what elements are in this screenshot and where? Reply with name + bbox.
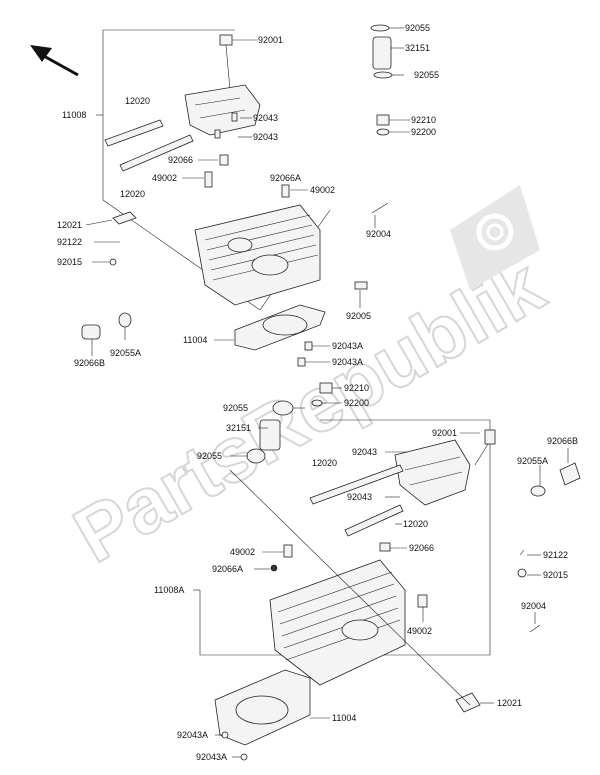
watermark: PartsRepublik [58,240,559,581]
label-92015-top: 92015 [57,257,82,267]
label-12020-a: 12020 [125,96,150,106]
label-92043A-top: 92043A [332,341,363,351]
label-11008A: 11008A [154,585,184,595]
cylinder-head-bottom [269,559,406,686]
plug-12021-top [112,211,137,225]
label-92043A-bottom-2: 92043A [196,752,227,762]
label-92001-bottom: 92001 [432,428,457,438]
label-92055-top-2: 92055 [414,70,439,80]
bolt-92015-bottom [517,568,527,578]
pin-92004-top [371,202,389,214]
label-12020-d: 12020 [403,519,428,529]
label-92043A-top-2: 92043A [332,357,363,367]
shaft-12020-bottom-2 [344,504,404,537]
dowel-92043A-bottom [221,731,248,761]
label-92055A-top: 92055A [110,348,141,358]
cap-92066B-top [81,324,101,340]
label-11004-top: 11004 [183,335,207,345]
gasket-11004-bottom [214,669,311,746]
label-92004-bottom: 92004 [521,601,546,611]
label-49002-d: 49002 [407,626,432,636]
pin-49002-bottom [283,544,293,558]
rocker-bracket-bottom [394,439,471,506]
labels: 92055 32151 92055 92001 11008 12020 9204… [57,23,578,762]
label-49002-b: 49002 [310,185,335,195]
shaft-12020-bottom-1 [309,464,404,505]
label-92122-bottom: 92122 [543,550,568,560]
label-92066-bottom: 92066 [409,543,434,553]
label-92055-bottom: 92055 [197,451,222,461]
label-92210-top: 92210 [411,115,436,125]
label-92001-top: 92001 [258,35,283,45]
label-32151-top: 32151 [405,43,430,53]
pin-92122-bottom [519,549,525,556]
pin-49002-bottom-2 [417,594,428,608]
label-92043-top-2: 92043 [253,132,278,142]
label-92055A-bottom: 92055A [517,456,548,466]
label-92043-top: 92043 [253,113,278,123]
label-92066-top: 92066 [168,155,193,165]
pushrod-tube-top [370,24,393,79]
label-11004-bottom: 11004 [332,713,356,723]
label-92043A-bottom: 92043A [177,730,208,740]
label-92015-bottom: 92015 [543,570,568,580]
label-92055-mid: 92055 [223,403,248,413]
label-92066B-bottom: 92066B [547,436,578,446]
label-12020-c: 12020 [312,458,337,468]
pin-49002-top-2 [281,184,290,198]
label-49002-c: 49002 [230,547,255,557]
rocker-bracket-top [184,84,261,136]
nut-92210-top [376,114,390,136]
plug-92066-top [219,154,229,166]
label-92043-bottom-2: 92043 [347,492,372,502]
label-12021-bottom: 12021 [497,698,522,708]
label-92200-mid: 92200 [344,398,369,408]
pushrod-tube-mid [246,400,294,464]
washer-92055A-bottom [530,485,546,497]
label-11008: 11008 [62,110,86,120]
watermark-gear-flag [450,185,540,290]
shaft-12020-top-2 [119,134,194,172]
plug-92066A-bottom [270,564,278,572]
label-92066A-top: 92066A [270,173,301,183]
label-12021-top: 12021 [57,220,82,230]
arrow-icon [30,45,79,77]
label-92004-top: 92004 [366,229,391,239]
gasket-11004-top [234,304,326,351]
bolt-92001-top [219,34,258,91]
label-92066B-top: 92066B [74,358,105,368]
label-92200-top: 92200 [411,127,436,137]
bottom-assembly-frame [193,419,491,656]
label-92043-bottom: 92043 [352,447,377,457]
cap-92066B-bottom [559,462,581,486]
plug-12021-bottom [455,692,481,713]
cylinder-head-top [194,204,321,306]
label-92066A-bottom: 92066A [212,564,243,574]
pin-92004-bottom [529,624,541,633]
watermark-text: PartsRepublik [59,241,558,580]
label-92122-top: 92122 [57,237,82,247]
pin-49002-top [204,171,213,188]
leader-lines-bottom [215,387,569,758]
plug-92005 [354,281,368,290]
plug-92066-bottom [379,542,391,552]
bolt-92001-bottom [474,429,496,466]
bolt-92015-top [109,258,117,266]
label-12020-b: 12020 [120,189,145,199]
shaft-12020-top-1 [104,119,164,147]
label-92005: 92005 [346,311,371,321]
dowel-92043-top [214,112,238,139]
label-92055-top: 92055 [405,23,430,33]
label-49002-a: 49002 [152,173,177,183]
label-32151-mid: 32151 [226,423,251,433]
leader-lines-top [85,27,410,363]
gear-icon [476,213,514,251]
washer-92055A-top [118,312,132,328]
label-92210-mid: 92210 [344,383,369,393]
